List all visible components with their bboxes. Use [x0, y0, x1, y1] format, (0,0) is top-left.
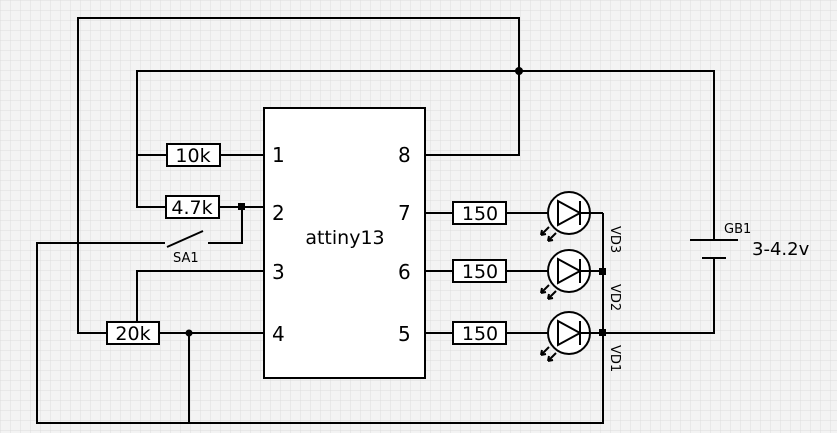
- led-vd1-label: VD1: [607, 345, 622, 372]
- resistor-150-pin6: 150: [452, 259, 507, 283]
- wire-battery-gnd: [603, 258, 715, 334]
- wire-pin4: [159, 332, 264, 423]
- battery-label: GB1: [724, 222, 751, 237]
- wire-pin3: [136, 270, 264, 333]
- led-vd1: VD1: [540, 311, 622, 372]
- resistor-20k-label: 20k: [115, 323, 150, 345]
- battery-voltage: 3-4.2v: [752, 239, 810, 260]
- chip-body: [263, 107, 426, 379]
- junction-dot: [238, 203, 245, 210]
- resistor-150-label: 150: [462, 261, 498, 283]
- chip-label: attiny13: [305, 227, 384, 249]
- pin-label-1: 1: [272, 143, 285, 167]
- resistor-20k: 20k: [106, 321, 160, 345]
- resistor-150-label: 150: [462, 323, 498, 345]
- resistor-150-pin7: 150: [452, 201, 507, 225]
- pin-label-7: 7: [398, 201, 411, 225]
- led-vd2: VD2: [540, 249, 622, 311]
- led-vd3: VD3: [540, 191, 622, 253]
- pin-label-3: 3: [272, 260, 285, 284]
- wires: [36, 17, 715, 424]
- junction-dot: [185, 329, 193, 337]
- wire-switch: [36, 207, 604, 424]
- junction-dot: [515, 67, 523, 75]
- resistor-150-label: 150: [462, 203, 498, 225]
- pin-label-2: 2: [272, 201, 285, 225]
- pin-label-8: 8: [398, 143, 411, 167]
- switch-label: SA1: [173, 251, 199, 266]
- wire-pin8-loop: [77, 17, 520, 334]
- pin-label-6: 6: [398, 260, 411, 284]
- switch-sa1: SA1: [166, 230, 204, 266]
- led-vd3-label: VD3: [607, 226, 622, 253]
- battery-gb1: GB1 3-4.2v: [690, 222, 810, 260]
- resistor-150-pin5: 150: [452, 321, 507, 345]
- pin-label-5: 5: [398, 322, 411, 346]
- resistor-10k: 10k: [166, 143, 221, 167]
- resistor-4-7k-label: 4.7k: [171, 197, 212, 219]
- pin-label-4: 4: [272, 322, 285, 346]
- resistor-4-7k: 4.7k: [165, 195, 220, 219]
- resistor-10k-label: 10k: [175, 145, 210, 167]
- wire-vcc-rail: [136, 70, 715, 240]
- chip-attiny13: attiny13 1 2 3 4 5 6 7 8: [263, 107, 426, 379]
- led-vd2-label: VD2: [607, 284, 622, 311]
